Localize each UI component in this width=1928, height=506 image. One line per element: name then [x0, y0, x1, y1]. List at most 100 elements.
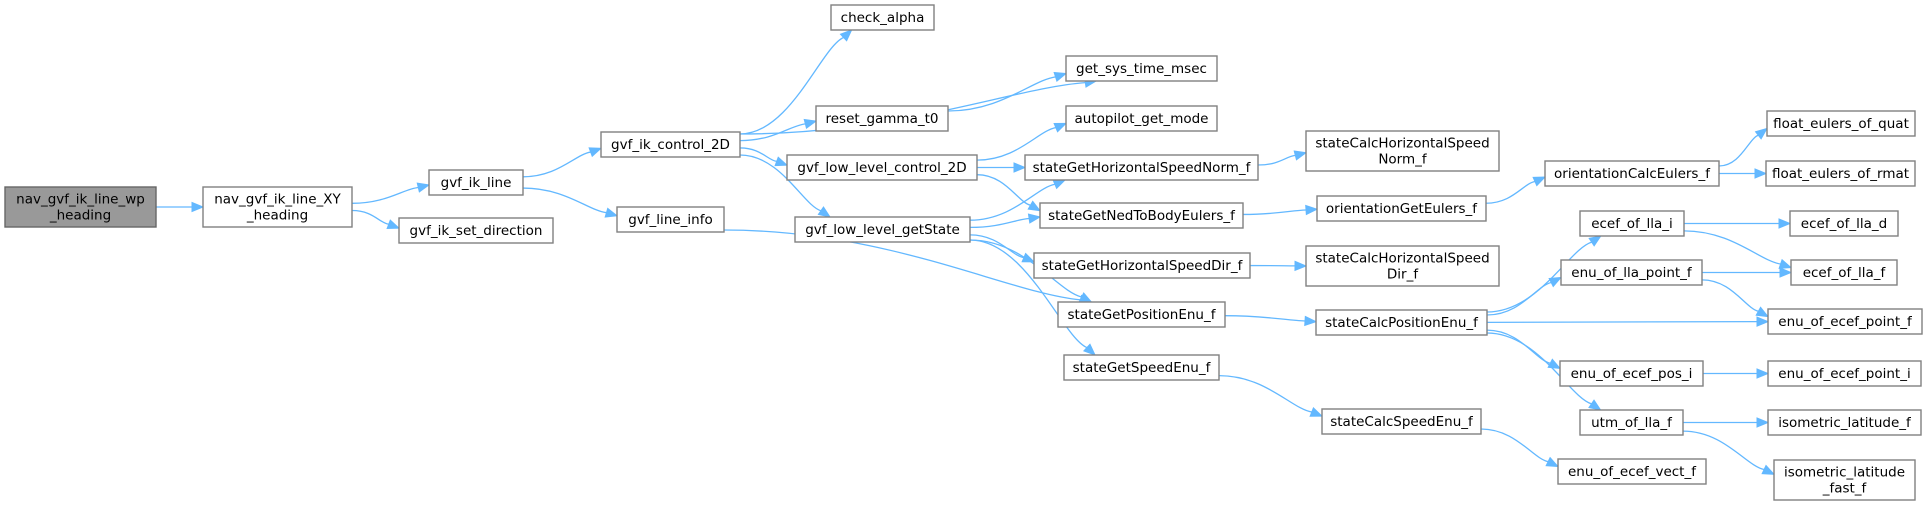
node-box	[1559, 360, 1704, 387]
node-label: _heading	[246, 208, 308, 224]
node-orientationgeteulers-f[interactable]: orientationGetEulers_f	[1316, 195, 1487, 222]
node-label: enu_of_ecef_pos_i	[1571, 366, 1693, 382]
node-nav-gvf-ik-line-xy-heading[interactable]: nav_gvf_ik_line_XY_heading	[202, 186, 353, 228]
node-enu-of-ecef-point-i[interactable]: enu_of_ecef_point_i	[1767, 360, 1922, 387]
node-check-alpha[interactable]: check_alpha	[830, 4, 935, 31]
arrowhead	[1305, 204, 1319, 216]
node-box	[1766, 110, 1916, 137]
node-ecef-of-lla-d[interactable]: ecef_of_lla_d	[1789, 210, 1899, 237]
node-box	[1305, 130, 1500, 172]
node-box	[1765, 160, 1916, 187]
node-label: stateGetSpeedEnu_f	[1073, 360, 1212, 376]
node-stategethorizontalspeednorm-f[interactable]: stateGetHorizontalSpeedNorm_f	[1024, 154, 1259, 181]
arrowhead	[604, 207, 619, 218]
edge-line	[739, 36, 844, 135]
node-label: gvf_low_level_control_2D	[797, 160, 966, 176]
node-label: stateGetPositionEnu_f	[1068, 307, 1217, 323]
node-ecef-of-lla-i[interactable]: ecef_of_lla_i	[1579, 210, 1685, 237]
node-float-eulers-of-quat[interactable]: float_eulers_of_quat	[1766, 110, 1916, 137]
node-label: check_alpha	[841, 10, 925, 26]
edge-statecalcpositionenu-f-to-enu-of-lla-point-f	[1486, 276, 1563, 316]
node-stategetnedtobodyeulers-f[interactable]: stateGetNedToBodyEulers_f	[1039, 202, 1244, 229]
arrowhead	[803, 118, 818, 130]
edge-orientationcalceulers-f-to-float-eulers-of-quat	[1718, 127, 1769, 167]
node-gvf-low-level-getstate[interactable]: gvf_low_level_getState	[794, 216, 971, 243]
node-stategetspeedenu-f[interactable]: stateGetSpeedEnu_f	[1063, 354, 1220, 381]
node-box	[830, 4, 935, 31]
node-get-sys-time-msec[interactable]: get_sys_time_msec	[1065, 55, 1218, 82]
node-gvf-low-level-control-2d[interactable]: gvf_low_level_control_2D	[786, 154, 978, 181]
edge-statecalcpositionenu-f-to-utm-of-lla-f	[1486, 332, 1602, 411]
node-box	[1579, 409, 1684, 436]
arrowhead	[588, 147, 603, 158]
node-float-eulers-of-rmat[interactable]: float_eulers_of_rmat	[1765, 160, 1916, 187]
node-label: enu_of_lla_point_f	[1571, 265, 1693, 281]
edge-line	[1485, 180, 1536, 204]
node-enu-of-ecef-pos-i[interactable]: enu_of_ecef_pos_i	[1559, 360, 1704, 387]
node-enu-of-ecef-vect-f[interactable]: enu_of_ecef_vect_f	[1557, 458, 1707, 485]
node-gvf-ik-line[interactable]: gvf_ik_line	[428, 169, 524, 196]
node-label: stateCalcPositionEnu_f	[1325, 315, 1479, 331]
node-box	[1033, 252, 1251, 279]
node-statecalcspeedenu-f[interactable]: stateCalcSpeedEnu_f	[1321, 408, 1482, 435]
node-box	[1024, 154, 1259, 181]
edge-line	[739, 123, 806, 142]
node-gvf-ik-control-2d[interactable]: gvf_ik_control_2D	[600, 131, 741, 158]
arrowhead	[1755, 306, 1770, 318]
edge-line	[1242, 209, 1307, 216]
arrowhead	[1013, 162, 1027, 173]
node-isometric-latitude-f[interactable]: isometric_latitude_f	[1767, 409, 1922, 436]
edge-line	[1224, 315, 1306, 322]
node-box	[815, 105, 949, 132]
node-label: stateGetHorizontalSpeedNorm_f	[1033, 160, 1252, 176]
node-reset-gamma-t0[interactable]: reset_gamma_t0	[815, 105, 949, 132]
node-gvf-ik-set-direction[interactable]: gvf_ik_set_direction	[398, 217, 554, 244]
node-label: _heading	[49, 208, 111, 224]
edge-line	[739, 147, 777, 163]
node-enu-of-lla-point-f[interactable]: enu_of_lla_point_f	[1560, 259, 1703, 286]
edge-statecalcpositionenu-f-to-enu-of-ecef-pos-i	[1486, 329, 1562, 370]
edge-line	[1682, 430, 1765, 471]
node-statecalcpositionenu-f[interactable]: stateCalcPositionEnu_f	[1315, 309, 1488, 336]
arrowhead	[191, 201, 205, 213]
node-label: stateCalcHorizontalSpeed	[1315, 136, 1489, 152]
node-isometric-latitude-fast-f[interactable]: isometric_latitude_fast_f	[1773, 459, 1916, 501]
edge-ecef-of-lla-i-to-ecef-of-lla-d	[1684, 218, 1792, 229]
node-orientationcalceulers-f[interactable]: orientationCalcEulers_f	[1544, 160, 1720, 187]
node-label: isometric_latitude	[1784, 465, 1905, 481]
node-box	[1790, 259, 1898, 286]
arrowhead	[1761, 464, 1776, 475]
arrowhead	[1304, 315, 1318, 327]
edge-line	[1480, 428, 1549, 463]
edge-gvf-low-level-control-2d-to-autopilot-get-mode	[976, 122, 1068, 161]
edge-line	[1718, 134, 1759, 167]
node-gvf-line-info[interactable]: gvf_line_info	[616, 206, 725, 233]
node-label: ecef_of_lla_f	[1803, 265, 1887, 281]
node-label: Dir_f	[1387, 267, 1419, 283]
edge-stategethorizontalspeeddir-f-to-statecalchorizontalspeeddir-f	[1249, 260, 1308, 272]
arrowhead	[1027, 200, 1042, 212]
arrowhead	[1588, 399, 1602, 411]
node-ecef-of-lla-f[interactable]: ecef_of_lla_f	[1790, 259, 1898, 286]
edge-gvf-ik-line-to-gvf-ik-control-2d	[522, 147, 603, 178]
node-box	[786, 154, 978, 181]
edge-line	[976, 174, 1031, 206]
node-utm-of-lla-f[interactable]: utm_of_lla_f	[1579, 409, 1684, 436]
edge-enu-of-ecef-pos-i-to-enu-of-ecef-point-i	[1702, 368, 1770, 379]
arrowhead	[1052, 179, 1067, 190]
arrowhead	[1756, 316, 1770, 327]
node-enu-of-ecef-point-f[interactable]: enu_of_ecef_point_f	[1767, 308, 1923, 335]
node-box	[202, 186, 353, 228]
edge-line	[1257, 154, 1296, 166]
node-autopilot-get-mode[interactable]: autopilot_get_mode	[1065, 105, 1218, 132]
edge-line	[522, 187, 607, 214]
node-box	[1039, 202, 1244, 229]
node-stategethorizontalspeeddir-f[interactable]: stateGetHorizontalSpeedDir_f	[1033, 252, 1251, 279]
arrowhead	[1778, 258, 1793, 269]
node-nav-gvf-ik-line-wp-heading[interactable]: nav_gvf_ik_line_wp_heading	[4, 186, 157, 228]
edge-line	[969, 183, 1056, 221]
node-stategetpositionenu-f[interactable]: stateGetPositionEnu_f	[1057, 301, 1226, 328]
